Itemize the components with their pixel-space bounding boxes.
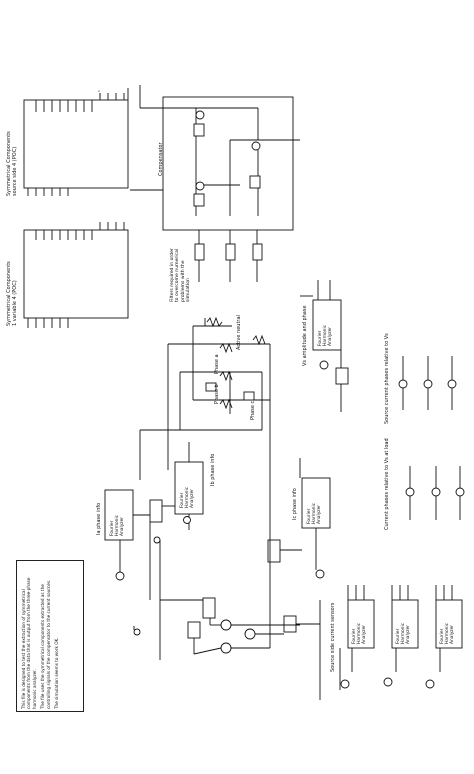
fourier-caption-ic: Fourier Harmonic Analyzer xyxy=(307,502,322,524)
ia-phase-info-label: Ia phase info xyxy=(96,502,102,535)
fourier-caption-b2: Fourier Harmonic Analyzer xyxy=(396,622,411,644)
filter-row xyxy=(194,230,263,282)
source-wiring xyxy=(133,540,321,700)
fourier-caption-vs: Fourier Harmonic Analyzer xyxy=(318,324,333,346)
filters-note: Filters required in order to overcome nu… xyxy=(170,248,192,302)
ic-phase-info-label: Ic phase info xyxy=(292,488,298,520)
note-line-2: The file uses the symmetrical components… xyxy=(40,579,51,709)
phase-a-label: Phase a xyxy=(214,354,220,374)
ib-phase-info-label: Ib phase info xyxy=(210,453,216,486)
sym-components-block-source[interactable] xyxy=(23,99,129,189)
fourier-caption-b1: Fourier Harmonic Analyzer xyxy=(352,622,367,644)
vs-amplitude-label: Vs amplitude and phase xyxy=(302,305,308,366)
note-line-3: The simulation seems to work OK. xyxy=(54,637,60,709)
description-note-box: This file is designed to test the extrac… xyxy=(16,560,84,712)
fourier-caption-b3: Fourier Harmonic Analyzer xyxy=(440,622,455,644)
source-current-phase-label: Source current phases relative to Vs xyxy=(384,333,390,424)
load-current-phase-meters xyxy=(405,466,465,520)
phase-b-label: Phase b xyxy=(214,384,220,404)
fourier-caption-ia: Fourier Harmonic Analyzer xyxy=(110,514,125,536)
fourier-analyzer-ic[interactable] xyxy=(267,458,331,600)
sym-block-source-output-pins xyxy=(99,88,129,100)
active-neutral-label: Active neutral xyxy=(236,315,242,350)
fourier-analyzer-bottom-3[interactable] xyxy=(425,585,463,689)
compensator-label: Compensator xyxy=(158,142,164,176)
pin-label: S xyxy=(97,90,101,92)
fourier-analyzer-vs[interactable] xyxy=(300,280,349,412)
note-line-1: This file is designed to test the extrac… xyxy=(21,577,37,709)
sym-block-load-pins xyxy=(27,222,125,328)
fourier-analyzer-ia[interactable] xyxy=(104,442,204,600)
sym-components-block-load[interactable] xyxy=(23,229,129,319)
three-phase-network xyxy=(139,316,271,540)
load-current-phase-label: Current phases relative to Vs at load xyxy=(384,438,390,530)
fourier-caption-ib: Fourier Harmonic Analyzer xyxy=(180,486,195,508)
compensator-internals xyxy=(130,85,300,216)
sym-components-source-title: Symmetrical Components source side 4 (PO… xyxy=(6,131,18,196)
sym-block-source-right-pins xyxy=(35,100,93,112)
phase-c-label: Phase c xyxy=(250,400,256,420)
sym-components-load-title: Symmetrical Components 1 variable 4 (POC… xyxy=(6,261,18,326)
source-current-phase-meters xyxy=(398,356,457,410)
fourier-analyzer-bottom-1[interactable] xyxy=(339,585,375,690)
compensator-frame[interactable] xyxy=(162,96,294,231)
fourier-analyzer-bottom-2[interactable] xyxy=(383,585,419,687)
source-side-sensors-label: Source side current sensors xyxy=(330,602,336,672)
sym-block-source-input-pins xyxy=(27,188,69,196)
